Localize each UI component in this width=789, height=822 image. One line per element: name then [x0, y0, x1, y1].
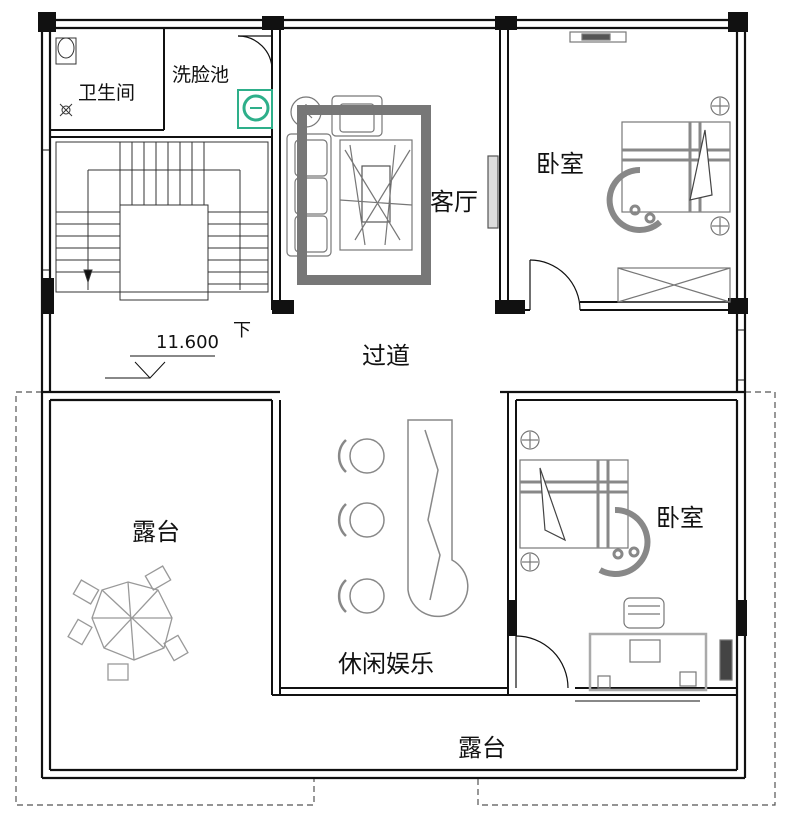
structural-columns: [38, 12, 748, 636]
living-room-furniture: [286, 95, 499, 285]
washbasin-fixture: [237, 89, 273, 129]
bedroom-top-furniture: [569, 31, 731, 303]
room-label-terrace-left: 露台: [132, 518, 180, 546]
room-label-washbasin: 洗脸池: [172, 64, 230, 86]
room-label-leisure: 休闲娱乐: [338, 650, 434, 678]
terrace-dashed-outline: [15, 391, 776, 806]
room-label-bedroom-bottom: 卧室: [656, 504, 704, 532]
bedroom-bottom-furniture: [519, 430, 733, 692]
interior-walls: [50, 28, 737, 696]
elevation-value: 11.600: [156, 332, 219, 353]
stair-down-label: 下: [233, 320, 251, 341]
room-label-corridor: 过道: [362, 342, 410, 370]
door-swings: [237, 35, 581, 689]
room-label-bedroom-top: 卧室: [536, 150, 584, 178]
room-label-living-room: 客厅: [430, 188, 478, 216]
toilet-fixture: [55, 37, 77, 117]
elevation-marker: [105, 355, 215, 379]
staircase: [55, 141, 269, 301]
windows: [42, 19, 745, 702]
terrace-dining-table: [67, 565, 189, 681]
room-label-toilet: 卫生间: [78, 82, 136, 104]
leisure-bar-furniture: [337, 419, 469, 618]
room-label-terrace-bottom: 露台: [458, 734, 506, 762]
